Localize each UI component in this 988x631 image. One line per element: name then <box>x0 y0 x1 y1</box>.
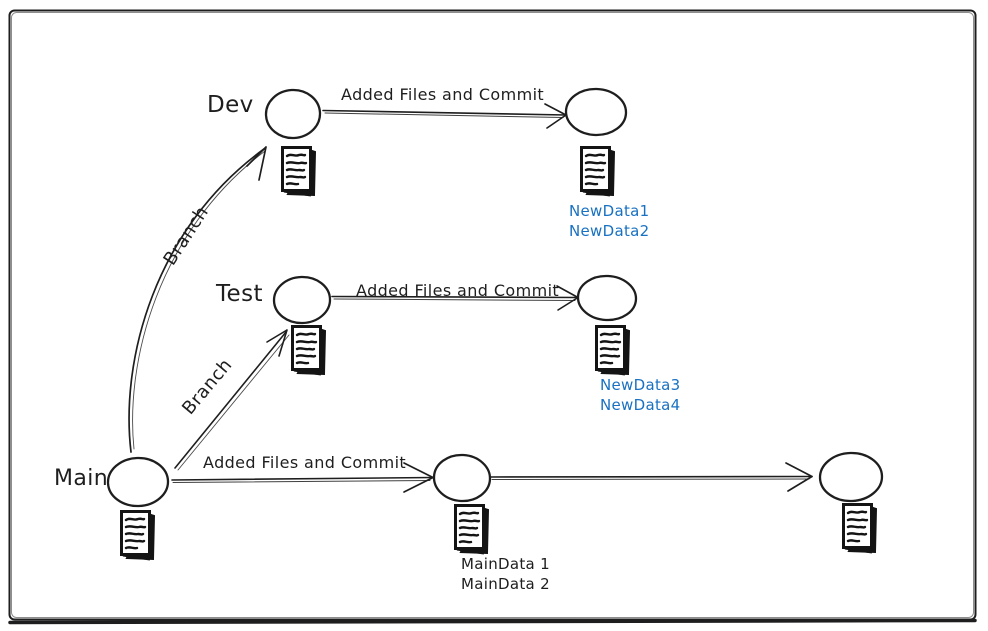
commit-node-test-2 <box>576 274 638 322</box>
commit-node-test-1 <box>272 275 332 325</box>
annotation-line: NewData3 <box>600 376 681 394</box>
annotation-test-files: NewData3 NewData4 <box>600 375 680 415</box>
edge-branch-to-test <box>174 329 290 471</box>
edge-label-test-commit: Added Files and Commit <box>356 281 560 300</box>
commit-node-main-3 <box>818 451 884 503</box>
commit-node-dev-2 <box>564 87 628 137</box>
commit-node-main-2 <box>432 453 492 503</box>
annotation-line: MainData 2 <box>461 575 550 593</box>
document-stack-icon <box>842 503 878 554</box>
annotation-main-files: MainData 1 MainData 2 <box>461 554 550 594</box>
document-stack-icon <box>281 146 317 197</box>
edge-main-commit <box>171 462 434 493</box>
commit-node-main-1 <box>106 456 170 508</box>
edge-branch-to-dev <box>128 146 267 453</box>
annotation-line: MainData 1 <box>461 555 550 573</box>
edge-dev-commit <box>322 103 567 129</box>
document-stack-icon <box>291 325 327 376</box>
edge-main-forward <box>490 462 813 492</box>
document-stack-icon <box>454 504 490 555</box>
commit-node-dev-1 <box>264 88 322 140</box>
branch-label-dev: Dev <box>207 92 254 118</box>
document-stack-icon <box>120 510 156 561</box>
edge-test-commit <box>331 285 579 311</box>
annotation-line: NewData4 <box>600 396 681 414</box>
branch-label-test: Test <box>216 281 263 307</box>
branch-label-main: Main <box>54 466 109 491</box>
edge-label-dev-commit: Added Files and Commit <box>341 85 545 104</box>
document-stack-icon <box>595 325 631 376</box>
annotation-line: NewData1 <box>569 202 650 220</box>
annotation-dev-files: NewData1 NewData2 <box>569 201 649 241</box>
document-stack-icon <box>580 146 616 197</box>
annotation-line: NewData2 <box>569 222 650 240</box>
edge-label-main-commit: Added Files and Commit <box>203 453 407 472</box>
canvas-frame <box>8 9 977 625</box>
